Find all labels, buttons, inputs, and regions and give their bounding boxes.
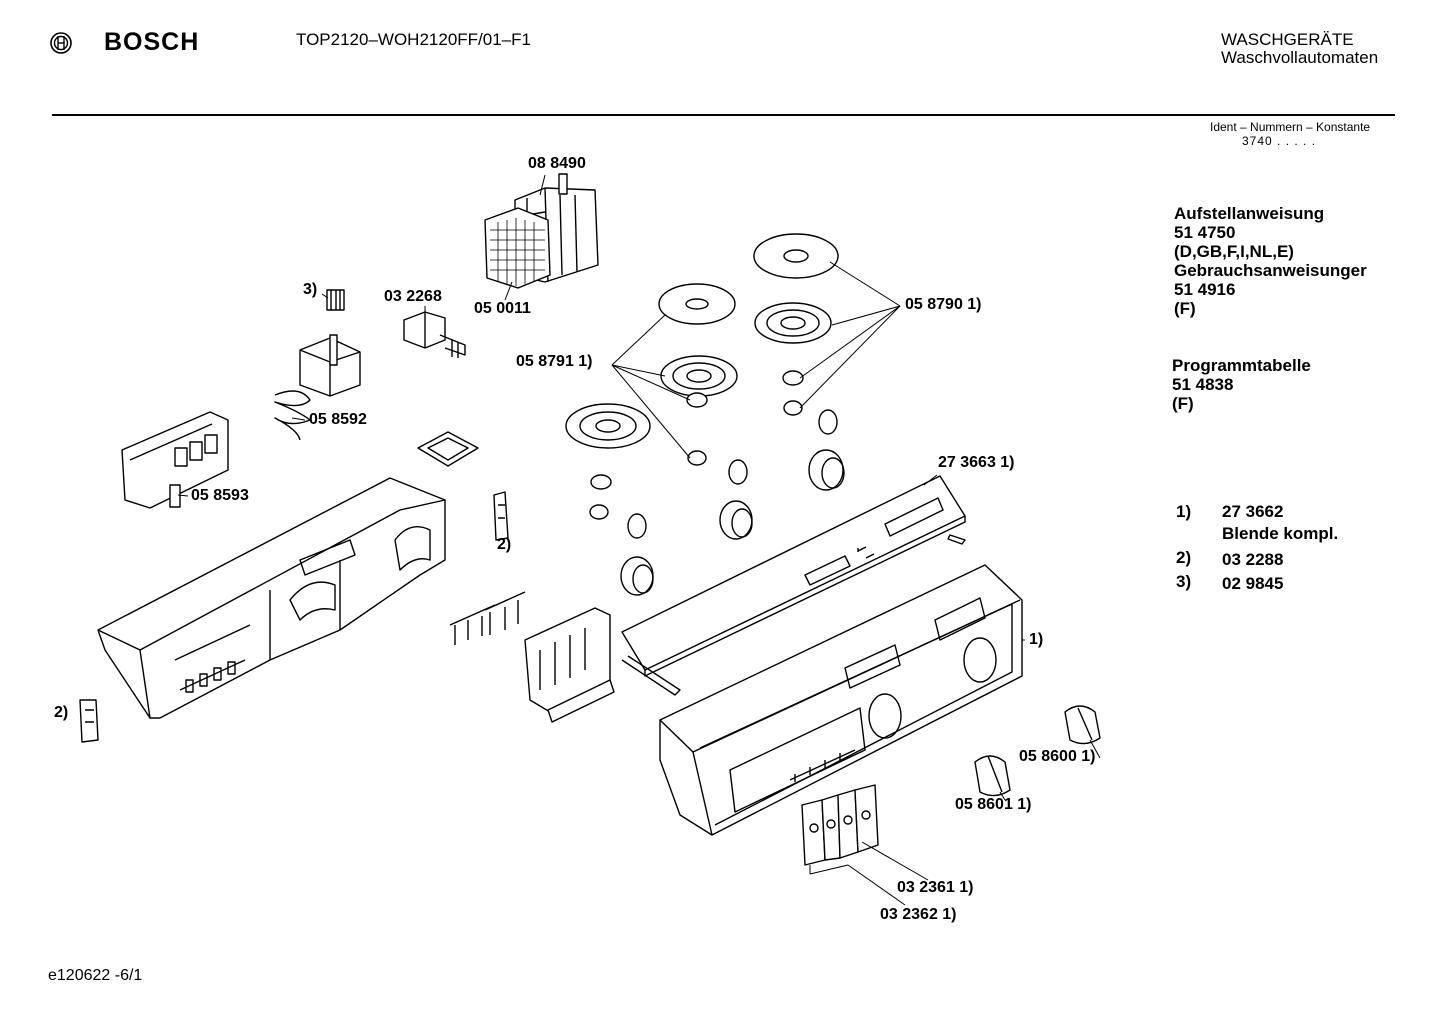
program-line: (F) <box>1172 394 1194 413</box>
docs-line: Gebrauchsanweisunger <box>1174 261 1367 280</box>
switch-part <box>404 312 465 358</box>
panel-strip-part <box>622 476 965 695</box>
note-key: 3) <box>1176 572 1192 591</box>
brand-name: BOSCH <box>104 28 200 56</box>
part-label: 27 3663 1) <box>938 454 1015 471</box>
drive-motor-part <box>275 335 360 440</box>
docs-line: Aufstellanweisung <box>1174 204 1325 223</box>
control-knob-part <box>975 706 1100 796</box>
part-label: 05 8790 1) <box>905 296 982 313</box>
header-divider <box>52 114 1395 116</box>
front-fascia-part <box>660 565 1022 835</box>
category-subtitle: Waschvollautomaten <box>1221 48 1379 67</box>
part-label: 08 8490 <box>528 155 586 172</box>
part-label: 03 2362 1) <box>880 906 957 923</box>
chassis-part <box>98 478 445 718</box>
circuit-board-part <box>122 412 228 508</box>
part-label: 03 2361 1) <box>897 879 974 896</box>
part-label: 2) <box>497 536 512 553</box>
category-title: WASCHGERÄTE <box>1221 30 1354 49</box>
cartridge-part <box>802 785 878 865</box>
grid-block-part <box>485 208 550 288</box>
program-line: 51 4838 <box>1172 375 1234 394</box>
part-label: 05 8592 <box>309 411 367 428</box>
part-label: 3) <box>303 281 318 298</box>
model-number: TOP2120–WOH2120FF/01–F1 <box>296 30 531 49</box>
bosch-logo-icon <box>50 32 72 54</box>
knob-disc-part <box>566 234 838 448</box>
part-label: 05 8600 1) <box>1019 748 1096 765</box>
note-value: 02 9845 <box>1222 574 1284 593</box>
program-line: Programmtabelle <box>1172 356 1311 375</box>
document-code: e120622 -6/1 <box>48 967 143 984</box>
ident-value: 3740 . . . . . <box>1242 134 1317 148</box>
spring-clip-part <box>590 371 803 519</box>
part-label: 05 0011 <box>474 300 531 317</box>
part-label: 05 8791 1) <box>516 353 593 370</box>
small-connector-part <box>327 290 344 310</box>
ident-label: Ident – Nummern – Konstante <box>1210 120 1371 134</box>
relay-block-part <box>525 608 614 722</box>
note-key: 2) <box>1176 548 1192 567</box>
program-block: Programmtabelle 51 4838 (F) <box>1172 356 1311 413</box>
note-key: 1) <box>1176 502 1192 521</box>
leader-lines <box>178 175 1100 905</box>
clip-part <box>80 492 508 742</box>
part-label: 2) <box>54 704 69 721</box>
docs-line: (F) <box>1174 299 1196 318</box>
part-label: 05 8601 1) <box>955 796 1032 813</box>
docs-line: (D,GB,F,I,NL,E) <box>1174 242 1294 261</box>
docs-line: 51 4916 <box>1174 280 1236 299</box>
part-label: 1) <box>1029 631 1044 648</box>
part-label: 03 2268 <box>384 288 442 305</box>
contact-set-part <box>450 592 525 645</box>
note-desc: Blende kompl. <box>1222 524 1339 543</box>
note-value: 27 3662 <box>1222 502 1284 521</box>
part-label: 05 8593 <box>191 487 249 504</box>
frame-part <box>418 432 478 466</box>
docs-line: 51 4750 <box>1174 223 1236 242</box>
note-value: 03 2288 <box>1222 550 1284 569</box>
docs-block: Aufstellanweisung 51 4750 (D,GB,F,I,NL,E… <box>1174 204 1367 318</box>
gear-part <box>621 410 844 595</box>
